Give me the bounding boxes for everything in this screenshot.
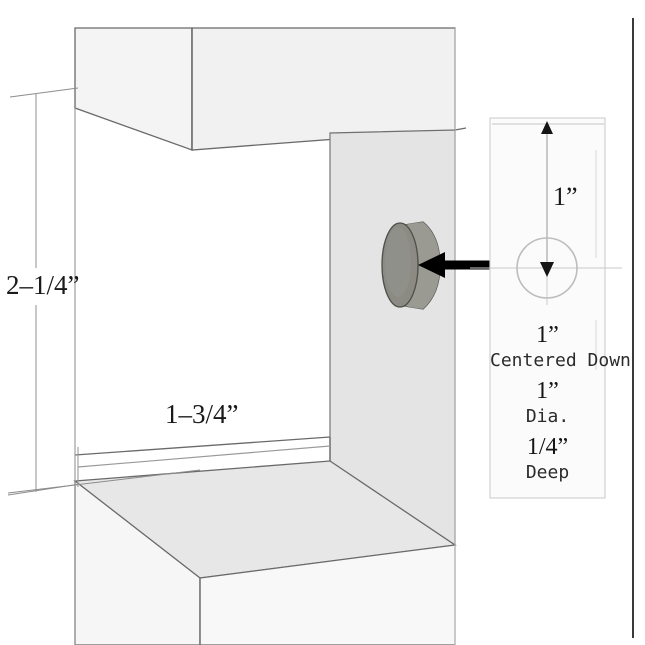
leader-arrow-to-counterbore	[418, 252, 491, 278]
detail-vertical-dimension-label: 1”	[553, 182, 578, 211]
height-ext-line-top	[9, 87, 79, 98]
leader-arrow-head	[418, 252, 445, 278]
detail-note-1-value: 1”	[536, 322, 559, 348]
detail-note-1-caption: Centered Down	[490, 350, 631, 371]
upper-box-front-face	[74, 27, 193, 151]
detail-note-diameter: 1” Dia.	[490, 378, 605, 427]
detail-note-3-value: 1/4”	[526, 434, 569, 460]
depth-dim-line	[77, 445, 331, 468]
shelf-back-riser-line	[74, 436, 331, 456]
detail-note-depth: 1/4” Deep	[490, 434, 605, 483]
detail-note-centered-down: 1” Centered Down	[490, 322, 631, 371]
plug-face-highlight	[385, 227, 411, 297]
upper-box-group	[74, 27, 467, 151]
detail-dim-arrow-down	[540, 262, 554, 277]
detail-note-2-caption: Dia.	[525, 406, 570, 427]
counterbore-hole-circle	[516, 237, 578, 299]
left-body-edges	[74, 28, 456, 645]
height-dimension-label: 2–1/4”	[6, 270, 80, 300]
detail-panel-group	[470, 117, 622, 499]
upper-box-lower-edge	[454, 127, 467, 131]
depth-ext-line-left	[7, 469, 201, 494]
right-border-rule	[632, 18, 634, 638]
detail-note-2-value: 1”	[536, 378, 559, 404]
height-dimension-group	[7, 87, 81, 496]
detail-dim-arrow-up	[541, 121, 553, 134]
shelf-group	[73, 436, 457, 645]
depth-dimension-label: 1–3/4”	[165, 399, 239, 429]
detail-note-3-caption: Deep	[525, 462, 570, 483]
depth-dimension-group	[7, 445, 331, 494]
